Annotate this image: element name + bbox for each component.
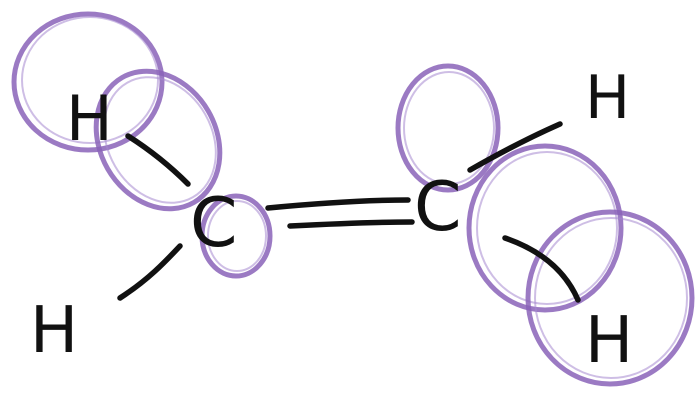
atom-carbon-left: C [190,184,237,263]
atom-labels: C C H H H H [30,63,633,378]
orbital-c-right-lower-lobe [466,143,624,313]
orbital-h-bottom-right [525,209,695,387]
orbitals [11,11,695,387]
bond-c-left-h-bottom [117,243,183,301]
double-bond-lower [287,219,415,229]
bond-c-right-h-bottom [502,235,581,303]
bond-c-right-h-top [467,121,563,173]
atom-hydrogen-top-right: H [585,63,630,133]
orbital-h-top-left [11,11,165,153]
atom-hydrogen-bottom-right: H [585,304,633,378]
bonds [117,121,581,303]
bond-c-left-h-top [125,133,191,187]
atom-hydrogen-bottom-left: H [30,294,78,368]
orbital-c-left-lobe-upper [93,68,223,212]
orbital-c-right-upper-lobe [395,63,501,193]
atom-hydrogen-top-left: H [66,82,113,155]
orbital-c-left-p-lobe [199,193,273,279]
atom-carbon-right: C [414,168,461,247]
double-bond-upper [265,197,411,211]
